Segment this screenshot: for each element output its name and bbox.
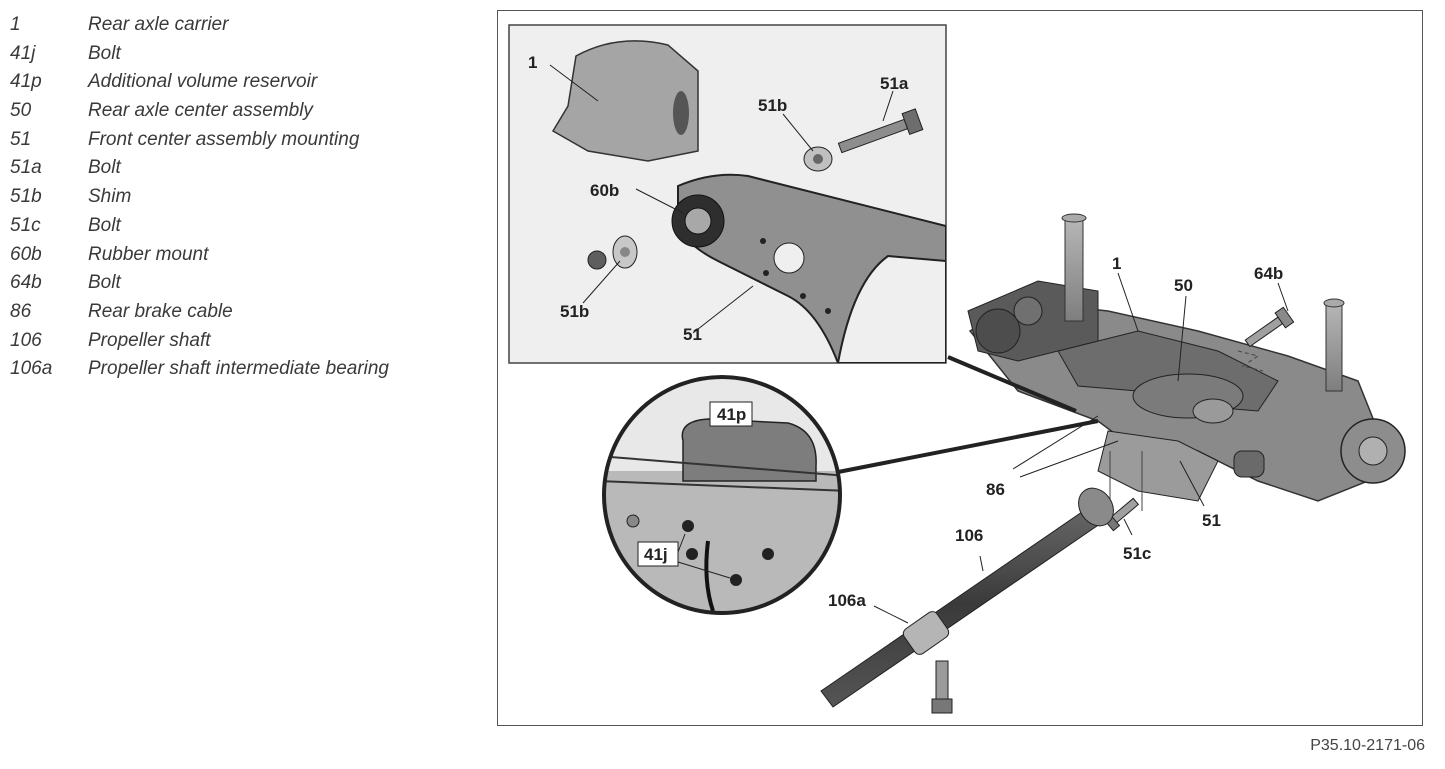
callout-51-main: 51 [1202,511,1221,530]
legend-code: 106 [10,329,42,351]
legend-item: 51b Shim [10,186,389,215]
legend-item: 106a Propeller shaft intermediate bearing [10,358,389,387]
legend-code: 51b [10,186,42,208]
legend-text: Propeller shaft intermediate bearing [88,358,390,380]
legend-item: 41p Additional volume reservoir [10,71,389,100]
legend-item: 51a Bolt [10,157,389,186]
callout-64b: 64b [1254,264,1283,283]
legend-item: 51c Bolt [10,215,389,244]
legend-item: 86 Rear brake cable [10,301,389,330]
callout-60b: 60b [590,181,619,200]
callout-86: 86 [986,480,1005,499]
legend-code: 51a [10,157,42,179]
exploded-view-figure: 1 51b 51a 60b 51b 51 41p 41j 1 50 64b 86… [497,10,1423,726]
legend-code: 41p [10,71,42,93]
propeller-shaft [820,487,1114,714]
legend-code: 60b [10,243,42,265]
legend-text: Propeller shaft [88,329,211,351]
callout-51c: 51c [1123,544,1151,563]
legend-code: 41j [10,42,36,64]
legend-code: 1 [10,14,21,35]
callout-51a: 51a [880,74,909,93]
legend-code: 86 [10,300,32,322]
callout-51b-top: 51b [758,96,787,115]
legend-text: Additional volume reservoir [88,71,318,93]
callout-41j: 41j [644,545,668,564]
callout-41p: 41p [717,405,746,424]
legend-text: Bolt [88,272,121,294]
rear-axle-assembly [967,213,1406,532]
legend-item: 60b Rubber mount [10,244,389,273]
legend-text: Shim [88,186,132,208]
callout-51b-left: 51b [560,302,589,321]
callout-1-inset: 1 [528,53,537,72]
legend-text: Rear axle carrier [88,14,229,35]
legend-item: 106 Propeller shaft [10,330,389,359]
legend-text: Bolt [88,157,121,179]
legend-text: Front center assembly mounting [88,128,360,150]
legend-item: 50 Rear axle center assembly [10,100,389,129]
legend-code: 64b [10,272,42,294]
callout-1-main: 1 [1112,254,1121,273]
legend-text: Rear brake cable [88,300,233,322]
legend-item: 41j Bolt [10,43,389,72]
figure-reference-code: P35.10-2171-06 [1310,737,1425,754]
callout-106: 106 [955,526,983,545]
callout-51-inset: 51 [683,325,702,344]
callout-50: 50 [1174,276,1193,295]
figure-canvas: 1 51b 51a 60b 51b 51 41p 41j 1 50 64b 86… [508,24,1406,714]
callout-106a: 106a [828,591,866,610]
legend-text: Rubber mount [88,243,209,265]
inset-detail-mounting [508,24,947,364]
legend-item: 51 Front center assembly mounting [10,129,389,158]
legend-text: Bolt [88,214,121,236]
legend-code: 51 [10,128,32,150]
legend-item: 1 Rear axle carrier [10,14,389,43]
legend-code: 51c [10,214,41,236]
legend-text: Rear axle center assembly [88,100,313,122]
legend-text: Bolt [88,42,121,64]
legend-code: 50 [10,100,32,122]
legend-item: 64b Bolt [10,272,389,301]
legend-code: 106a [10,358,53,380]
